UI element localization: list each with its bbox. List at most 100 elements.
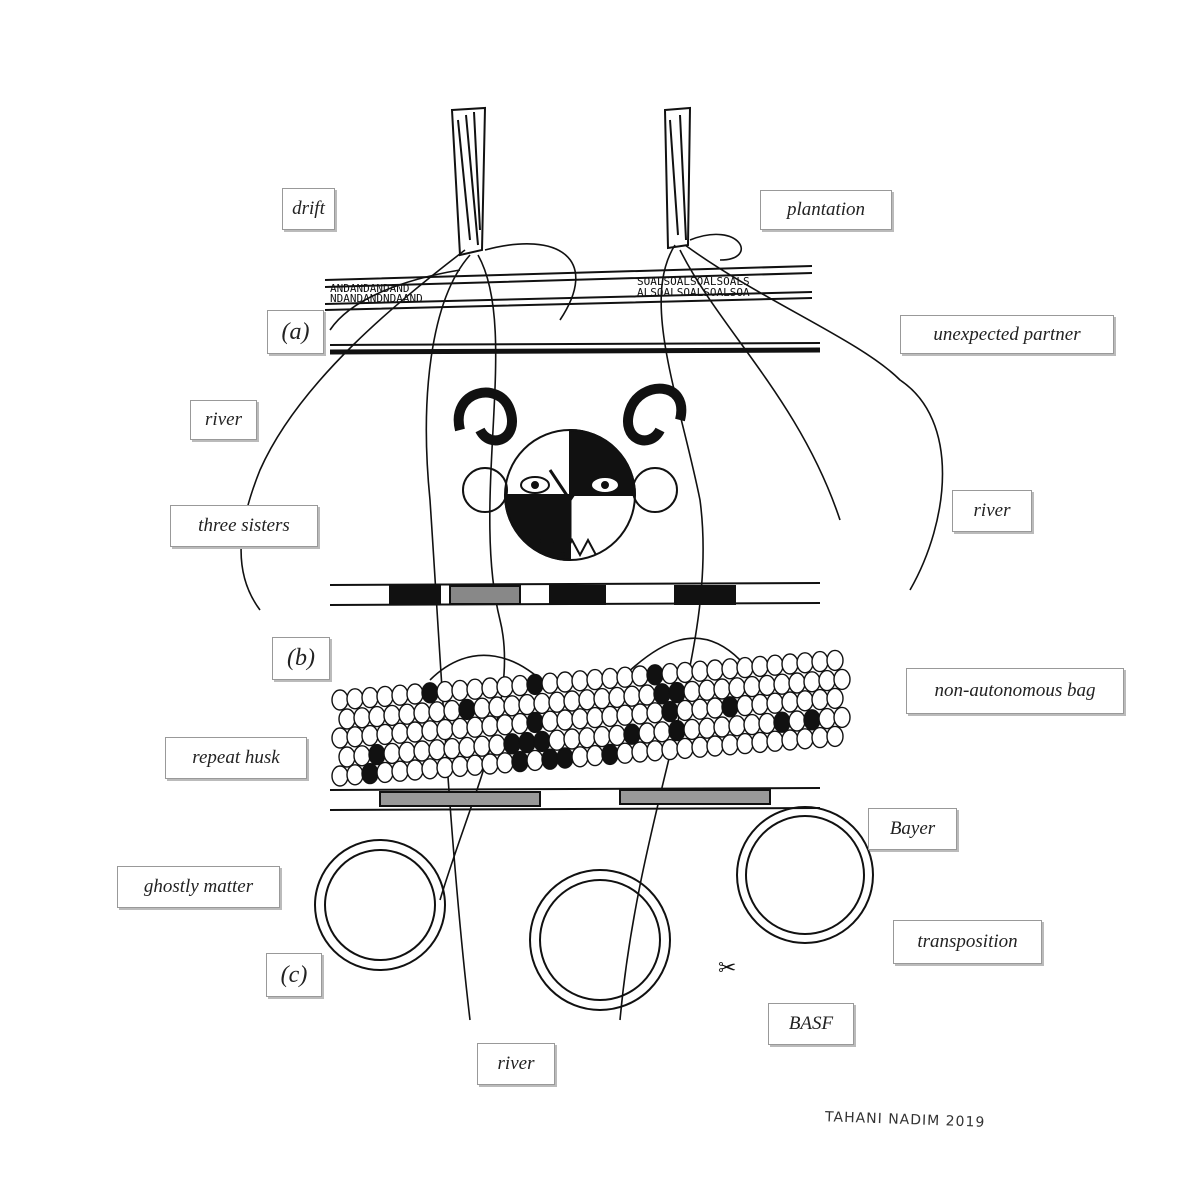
corn-kernel: [511, 712, 529, 735]
corn-kernel: [368, 705, 386, 728]
label-repeat-husk: repeat husk: [165, 737, 307, 779]
corn-kernel: [826, 687, 844, 710]
corn-kernel: [743, 713, 761, 736]
corn-kernel: [698, 679, 716, 701]
corn-kernel: [383, 704, 401, 727]
corn-kernel: [661, 738, 679, 761]
corn-kernel: [796, 690, 814, 712]
corn-kernel: [826, 649, 844, 672]
band-text-right-top: SOALSOALSOALSOALS: [637, 275, 750, 288]
corn-kernel: [391, 684, 409, 706]
label-unexpected-partner: unexpected partner: [900, 315, 1114, 354]
corn-kernel: [773, 673, 791, 695]
corn-kernel: [503, 733, 521, 755]
label-non-autonomous-bag: non-autonomous bag: [906, 668, 1124, 714]
corn-kernel: [391, 760, 409, 782]
corn-kernel: [728, 715, 746, 737]
corn-kernel: [698, 717, 716, 739]
band-text-right-bottom: ALSOALSOALSOALSOA: [637, 286, 750, 299]
corn-kernel: [661, 700, 679, 723]
corn-kernel: [691, 698, 709, 720]
corn-kernel: [803, 671, 821, 693]
corn-kernel: [706, 659, 724, 681]
corn-kernel: [473, 697, 491, 719]
corn-kernel: [721, 658, 739, 680]
corn-kernel: [646, 702, 664, 724]
scissors-icon: ✂: [718, 955, 736, 980]
corn-kernel: [496, 676, 514, 698]
corn-kernel: [406, 721, 424, 743]
corn-kernel: [736, 694, 754, 717]
corn-kernel: [691, 660, 709, 682]
corn-kernel: [571, 746, 589, 768]
corn-kernel: [353, 707, 371, 729]
corn-kernel: [556, 671, 574, 693]
corn-kernel: [541, 748, 559, 770]
corn-kernel: [526, 711, 544, 734]
plasmid-rings: [314, 806, 874, 1011]
corn-kernel: [496, 714, 514, 736]
corn-kernel: [796, 728, 814, 750]
corn-kernel: [631, 703, 649, 725]
corn-kernel: [668, 719, 686, 742]
corn-kernel: [421, 682, 439, 704]
band-b: [329, 582, 821, 606]
label-bayer: Bayer: [868, 808, 957, 850]
corn-kernel: [436, 718, 454, 741]
corn-kernel: [458, 698, 476, 721]
corn-kernel: [616, 742, 634, 764]
corn-kernel: [721, 696, 739, 718]
corn-kernel: [818, 707, 836, 730]
label-river-bottom: river: [477, 1043, 555, 1085]
corn-kernel: [331, 727, 349, 749]
corn-kernel: [481, 715, 499, 737]
corn-kernel: [736, 656, 754, 679]
corn-kernel: [413, 702, 431, 724]
corn-kernel: [781, 729, 799, 751]
corn-kernel: [646, 664, 664, 686]
corn-kernel: [706, 735, 724, 757]
corn-kernel: [511, 674, 529, 697]
corn-kernel: [451, 679, 469, 702]
corn-kernel: [623, 685, 641, 707]
corn-kernel: [331, 689, 349, 711]
corn-kernel: [428, 739, 446, 761]
corn-kernel: [601, 667, 619, 690]
corn-kernel: [616, 704, 634, 726]
corn-kernel: [593, 725, 611, 748]
corn-kernel: [788, 710, 806, 732]
corn-kernel: [833, 668, 851, 691]
corn-kernel: [646, 740, 664, 762]
corn-kernel: [676, 661, 694, 684]
corn-kernel: [376, 761, 394, 784]
corn-kernel: [833, 706, 851, 729]
label-basf: BASF: [768, 1003, 854, 1045]
corn-kernel: [766, 654, 784, 676]
corn-kernel: [451, 755, 469, 778]
label-a: (a): [267, 310, 324, 354]
corn-kernel: [406, 759, 424, 781]
corn-kernel: [796, 652, 814, 674]
corn-kernel: [571, 670, 589, 692]
corn-kernel: [683, 680, 701, 703]
corn-kernel: [616, 666, 634, 688]
band-text-left-top: ANDANDANDAND: [330, 282, 409, 295]
corn-kernel: [631, 665, 649, 687]
corn-kernel: [541, 672, 559, 694]
corn-kernel: [361, 724, 379, 747]
corn-kernel: [353, 745, 371, 767]
corn-kernel: [683, 718, 701, 741]
corn-kernel: [743, 675, 761, 698]
corn-kernel: [586, 744, 604, 767]
corn-kernel: [593, 687, 611, 710]
corn-kernel: [488, 696, 506, 718]
corn-kernel: [376, 723, 394, 746]
corn-kernel: [638, 722, 656, 744]
corn-kernel: [811, 726, 829, 749]
corn-kernel: [653, 683, 671, 705]
corn-kernel: [578, 727, 596, 749]
corn-kernel: [608, 724, 626, 747]
corn-kernel: [533, 730, 551, 753]
corn-kernel: [623, 723, 641, 745]
corn-kernel: [398, 741, 416, 763]
